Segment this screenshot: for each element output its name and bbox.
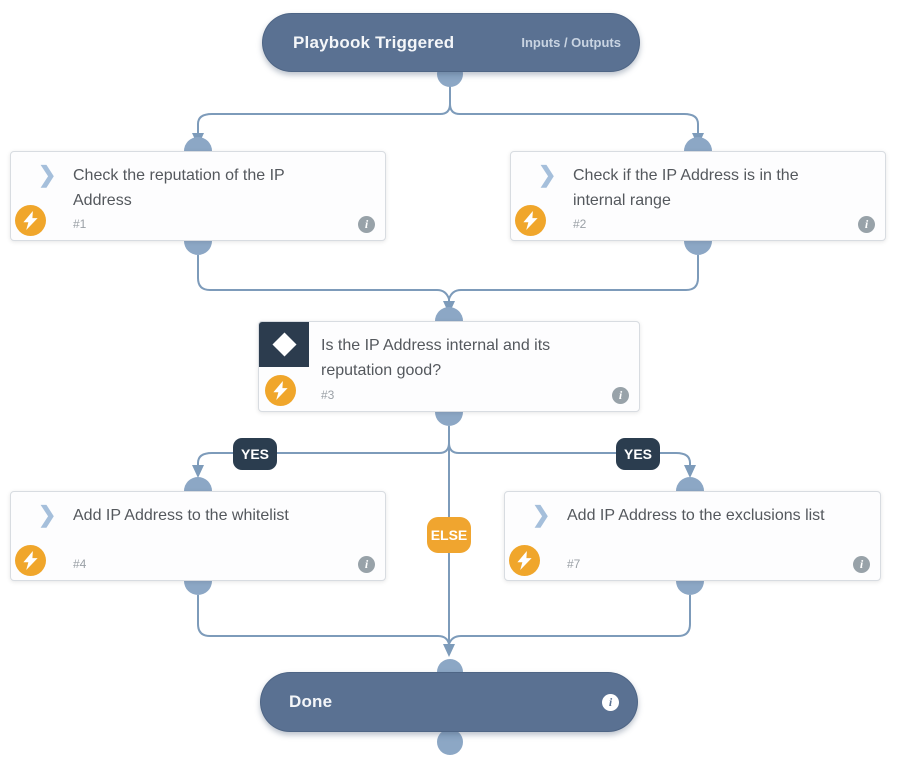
arrowhead [192, 465, 204, 478]
edge-trigger-to-task1 [197, 86, 451, 135]
arrowhead [443, 644, 455, 657]
arrowhead [684, 465, 696, 478]
condition-node-3[interactable]: Is the IP Address internal and its reput… [258, 321, 640, 412]
task-node-1[interactable]: ❯ Check the reputation of the IP Address… [10, 151, 386, 241]
task-number: #2 [573, 217, 587, 231]
task-chevron-icon: ❯ [38, 502, 57, 527]
info-icon[interactable]: i [612, 387, 629, 404]
done-title: Done [289, 692, 333, 711]
inputs-outputs-link[interactable]: Inputs / Outputs [521, 35, 621, 50]
automation-bolt-icon [15, 205, 46, 236]
task-title: Add IP Address to the whitelist [73, 507, 289, 524]
task-chevron-icon: ❯ [538, 162, 557, 187]
task-title: Add IP Address to the exclusions list [567, 507, 825, 524]
info-icon[interactable]: i [858, 216, 875, 233]
playbook-trigger-node[interactable]: Playbook Triggered Inputs / Outputs [262, 13, 640, 72]
info-icon[interactable]: i [358, 216, 375, 233]
edge-task7-to-done [448, 595, 691, 645]
info-icon[interactable]: i [358, 556, 375, 573]
task-node-7[interactable]: ❯ Add IP Address to the exclusions list … [504, 491, 881, 581]
task-number: #1 [73, 217, 87, 231]
automation-bolt-icon [515, 205, 546, 236]
done-node[interactable]: Done i [260, 672, 638, 732]
condition-title: Is the IP Address internal and its reput… [321, 337, 551, 379]
port-done-out [437, 729, 463, 755]
edge-task2-to-condition [448, 255, 699, 300]
edge-task1-to-condition [197, 255, 450, 301]
edge-trigger-to-task2 [449, 86, 699, 135]
automation-bolt-icon [15, 545, 46, 576]
condition-diamond-icon [259, 322, 309, 367]
task-number: #3 [321, 388, 335, 402]
edge-condition-yes-to-task4 [197, 426, 450, 467]
info-icon[interactable]: i [602, 693, 619, 711]
task-node-2[interactable]: ❯ Check if the IP Address is in the inte… [510, 151, 886, 241]
branch-label-yes-left: YES [233, 438, 277, 470]
task-title: Check if the IP Address is in the intern… [573, 167, 799, 209]
trigger-title: Playbook Triggered [293, 32, 455, 52]
info-icon[interactable]: i [853, 556, 870, 573]
automation-bolt-icon [509, 545, 540, 576]
branch-label-yes-right: YES [616, 438, 660, 470]
edge-task4-to-done [197, 595, 450, 645]
task-number: #7 [567, 557, 581, 571]
task-chevron-icon: ❯ [38, 162, 57, 187]
branch-label-else: ELSE [427, 517, 471, 553]
task-number: #4 [73, 557, 87, 571]
automation-bolt-icon [265, 375, 296, 406]
edge-condition-yes-to-task7 [448, 426, 691, 467]
task-chevron-icon: ❯ [532, 502, 551, 527]
task-node-4[interactable]: ❯ Add IP Address to the whitelist #4 i [10, 491, 386, 581]
task-title: Check the reputation of the IP Address [73, 167, 285, 209]
